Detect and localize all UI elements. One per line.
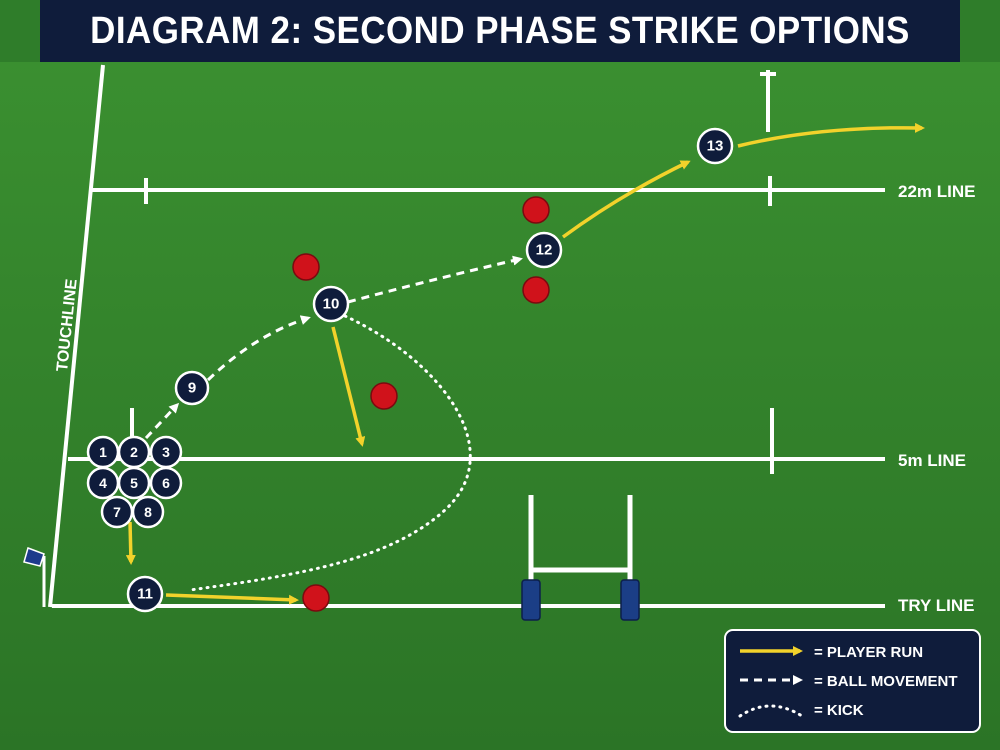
player-2: 2 — [117, 435, 151, 469]
legend-ball-movement-label: = BALL MOVEMENT — [814, 673, 957, 690]
svg-text:8: 8 — [144, 504, 152, 520]
player-1: 1 — [86, 435, 120, 469]
svg-text:3: 3 — [162, 444, 170, 460]
legend-kick-label: = KICK — [814, 702, 864, 719]
legend-kick-icon — [738, 704, 804, 718]
run-12 — [561, 160, 691, 239]
run-13 — [737, 122, 925, 148]
opponent-marker — [370, 382, 398, 410]
opponents — [292, 196, 550, 612]
legend: = PLAYER RUN = BALL MOVEMENT = KICK — [724, 629, 981, 733]
legend-player-run-label: = PLAYER RUN — [814, 644, 923, 661]
player-9: 9 — [174, 370, 210, 406]
ball-pass-to-12 — [347, 255, 523, 304]
svg-text:5: 5 — [130, 475, 138, 491]
corner-flag-icon — [23, 547, 46, 607]
ball-pass-to-10 — [206, 315, 311, 382]
run-11-forward — [165, 593, 299, 605]
opponent-marker — [292, 253, 320, 281]
player-13: 13 — [696, 127, 734, 165]
player-6: 6 — [149, 466, 183, 500]
svg-text:11: 11 — [137, 586, 153, 603]
player-5: 5 — [117, 466, 151, 500]
ball-movement-paths — [144, 255, 523, 440]
player-8: 8 — [131, 495, 165, 529]
player-10: 10 — [312, 285, 350, 323]
svg-text:6: 6 — [162, 475, 170, 491]
player-4: 4 — [86, 466, 120, 500]
label-5m-line: 5m LINE — [898, 451, 966, 470]
opponent-marker — [522, 276, 550, 304]
run-11 — [125, 521, 136, 565]
opponent-marker — [522, 196, 550, 224]
svg-text:1: 1 — [99, 444, 107, 460]
pitch-lines — [48, 64, 885, 608]
players: 1 2 3 4 5 6 7 8 9 10 11 12 13 — [86, 127, 734, 613]
player-3: 3 — [149, 435, 183, 469]
label-22m-line: 22m LINE — [898, 182, 975, 201]
legend-box — [724, 629, 981, 733]
svg-text:12: 12 — [536, 242, 553, 259]
svg-text:13: 13 — [707, 138, 724, 155]
player-run-paths — [125, 122, 925, 605]
touchline — [48, 64, 105, 608]
svg-text:4: 4 — [99, 475, 107, 491]
ball-pass-to-9 — [144, 402, 180, 440]
svg-text:10: 10 — [323, 296, 340, 313]
opponent-marker — [302, 584, 330, 612]
run-10 — [331, 326, 366, 447]
svg-text:9: 9 — [188, 380, 196, 397]
player-11: 11 — [126, 575, 164, 613]
player-12: 12 — [525, 231, 563, 269]
label-try-line: TRY LINE — [898, 596, 975, 615]
goal-posts-icon — [521, 495, 640, 621]
svg-text:7: 7 — [113, 504, 121, 520]
player-7: 7 — [100, 495, 134, 529]
diagram-title: DIAGRAM 2: SECOND PHASE STRIKE OPTIONS — [40, 0, 960, 62]
svg-text:2: 2 — [130, 444, 138, 460]
kick-path — [188, 314, 472, 592]
